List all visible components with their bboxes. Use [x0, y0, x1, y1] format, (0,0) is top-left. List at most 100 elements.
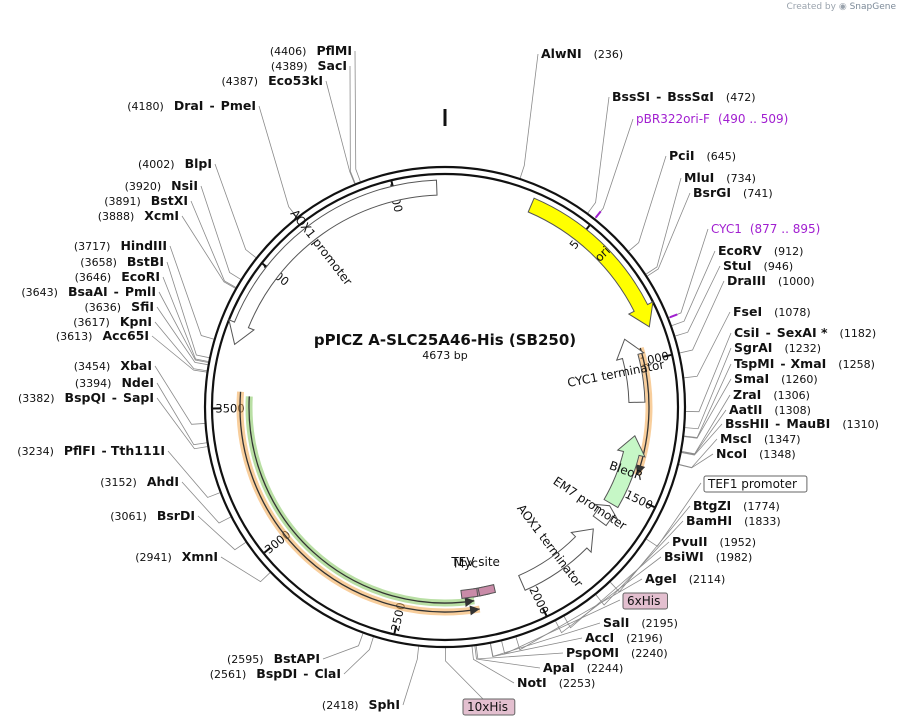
site-label-right-5: BsrGI(741) [693, 185, 773, 200]
enzyme-position: (3888) [98, 210, 135, 223]
enzyme-name: Tth111I [111, 443, 165, 458]
leader-line-right-23 [563, 541, 670, 629]
feature-box-10xhis [462, 698, 516, 716]
enzyme-name: HindIII [120, 238, 167, 253]
enzyme-position: (3717) [74, 240, 111, 253]
site-label-left-14: (3613)Acc65I [56, 328, 149, 343]
enzyme-position: (1260) [781, 373, 818, 386]
site-label-left-20: (3061)BsrDI [110, 508, 195, 523]
enzyme-position: (2941) [135, 551, 172, 564]
enzyme-name: MauBI [786, 416, 830, 431]
snapgene-logo-icon: ◉ [838, 2, 847, 12]
enzyme-name: KpnI [120, 314, 152, 329]
enzyme-nsii: (3920)NsiI [125, 178, 198, 193]
leader-line-right-24 [555, 556, 662, 634]
leader-line-right-13 [684, 363, 732, 439]
feature-label-tev-site: TEV site [450, 555, 500, 569]
enzyme-name: StuI [723, 258, 752, 273]
site-label-right-9: DraIII(1000) [727, 273, 815, 288]
primer-name: CYC1 [711, 222, 742, 236]
enzyme-acc65i: (3613)Acc65I [56, 328, 149, 343]
site-leader-lines [151, 50, 732, 706]
site-label-left-23: (2561)BspDI-ClaI [210, 666, 341, 681]
enzyme-name: BsiWI [664, 549, 704, 564]
site-label-right-16: AatII(1308) [729, 402, 811, 417]
site-label-left-15: (3454)XbaI [74, 358, 152, 373]
leader-line-right-8 [675, 265, 721, 337]
enzyme-name: AatII [729, 402, 762, 417]
feature-em7-promoter [592, 503, 618, 527]
enzyme-name: BamHI [686, 513, 732, 528]
primer-range: (877 .. 895) [750, 222, 820, 236]
enzyme-bamhi: BamHI(1833) [686, 513, 781, 528]
plasmid-size: 4673 bp [422, 349, 467, 362]
enzyme-sfii: (3636)SfiI [85, 299, 155, 314]
leader-line-left-12 [156, 306, 208, 366]
enzyme-name: Acc65I [102, 328, 149, 343]
site-label-right-26: 6xHis [622, 592, 668, 610]
tick-1500 [646, 502, 655, 508]
leader-line-right-25 [515, 578, 643, 651]
enzyme-position: (4387) [222, 75, 259, 88]
leader-line-right-1 [587, 96, 610, 214]
enzyme-ndei: (3394)NdeI [75, 375, 154, 390]
site-label-right-19: NcoI(1348) [716, 446, 796, 461]
enzyme-name: Eco53kI [268, 73, 323, 88]
enzyme-pspomi: PspOMI(2240) [566, 645, 668, 660]
enzyme-position: (1348) [759, 448, 796, 461]
site-label-right-0: AlwNI(236) [541, 46, 623, 61]
enzyme-dash: - [303, 666, 308, 681]
tick-2500 [393, 625, 398, 634]
site-label-right-18: MscI(1347) [720, 431, 801, 446]
site-label-right-29: PspOMI(2240) [566, 645, 668, 660]
enzyme-name: NsiI [171, 178, 198, 193]
green-orf-left-glow [245, 396, 475, 607]
leader-line-right-17 [681, 423, 723, 456]
enzyme-position: (946) [764, 260, 794, 273]
enzyme-fsei: FseI(1078) [733, 304, 811, 319]
enzyme-position: (3382) [18, 392, 55, 405]
site-label-right-28: AccI(2196) [585, 630, 663, 645]
enzyme-xbai: (3454)XbaI [74, 358, 152, 373]
enzyme-btgzi: BtgZI(1774) [693, 498, 780, 513]
enzyme-position: (3617) [73, 316, 110, 329]
enzyme-xcmi: (3888)XcmI [98, 208, 179, 223]
enzyme-name: BsrGI [693, 185, 731, 200]
site-label-left-16: (3394)NdeI [75, 375, 154, 390]
enzyme-agei: AgeI(2114) [645, 571, 725, 586]
enzyme-stui: StuI (946) [723, 258, 793, 273]
enzyme-position: (3234) [17, 445, 54, 458]
leader-line-left-20 [197, 515, 246, 551]
site-label-right-17: BssHII-MauBI(1310) [725, 416, 879, 431]
site-label-left-1: (4389)SacI [271, 58, 347, 73]
enzyme-name: EcoRV [718, 243, 762, 258]
site-label-left-18: (3234)PflFI-Tth111I [17, 443, 165, 458]
enzyme-aatii: AatII(1308) [729, 402, 811, 417]
tick-1000 [663, 353, 672, 358]
snapgene-credit: Created by ◉ SnapGene [786, 2, 896, 12]
enzyme-hindiii: (3717) HindIII [74, 238, 167, 253]
leader-line-right-5 [647, 192, 691, 277]
enzyme-name: PvuII [672, 534, 708, 549]
enzyme-name: BsaAI [68, 284, 108, 299]
site-labels: AlwNI(236)BssSI-BssSαI(472)pBR322ori-F(4… [17, 43, 879, 716]
leader-line-left-18 [167, 450, 220, 498]
enzyme-name: BsrDI [157, 508, 195, 523]
feature-aox1-terminator [518, 528, 594, 591]
leader-line-left-23 [343, 636, 374, 675]
enzyme-name: SalI [603, 615, 629, 630]
enzyme-dash: - [656, 89, 661, 104]
enzyme-name: BspQI [65, 390, 106, 405]
enzyme-ahdi: (3152)AhdI [100, 474, 179, 489]
enzyme-mlui: MluI(734) [684, 170, 756, 185]
site-label-right-8: StuI (946) [723, 258, 793, 273]
feature-box-6xhis [622, 592, 668, 610]
enzyme-name: AgeI [645, 571, 677, 586]
enzyme-kpni: (3617) KpnI [73, 314, 152, 329]
enzyme-name: SmaI [734, 371, 769, 386]
enzyme-position: (4180) [127, 100, 164, 113]
site-label-right-20: TEF1 promoter [703, 475, 808, 493]
site-label-right-11: CsiI-SexAI *(1182) [734, 325, 876, 340]
site-label-left-24: (2418)SphI [322, 697, 400, 712]
enzyme-bsrdi: (3061)BsrDI [110, 508, 195, 523]
